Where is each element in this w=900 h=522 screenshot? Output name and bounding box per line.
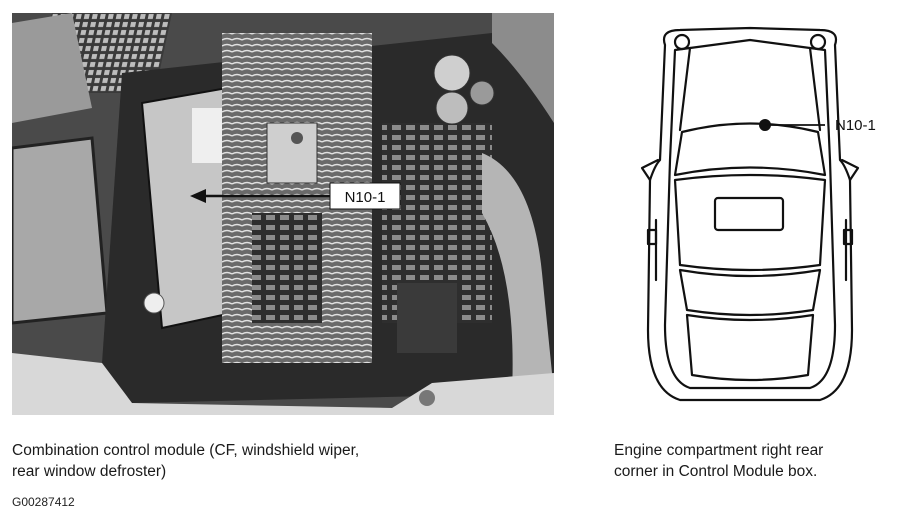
left-caption: Combination control module (CF, windshie…: [12, 440, 572, 482]
photo-callout-label: N10-1: [345, 189, 386, 206]
figure-id: G00287412: [12, 495, 75, 509]
engine-bay-photo: N10-1: [12, 13, 554, 415]
left-caption-line1: Combination control module (CF, windshie…: [12, 442, 360, 459]
car-callout-label: N10-1: [835, 117, 876, 134]
right-caption-line1: Engine compartment right rear: [614, 442, 824, 459]
left-caption-line2: rear window defroster): [12, 463, 167, 480]
right-caption: Engine compartment right rear corner in …: [614, 440, 894, 482]
car-top-view: N10-1: [640, 26, 876, 402]
right-caption-line2: corner in Control Module box.: [614, 463, 818, 480]
